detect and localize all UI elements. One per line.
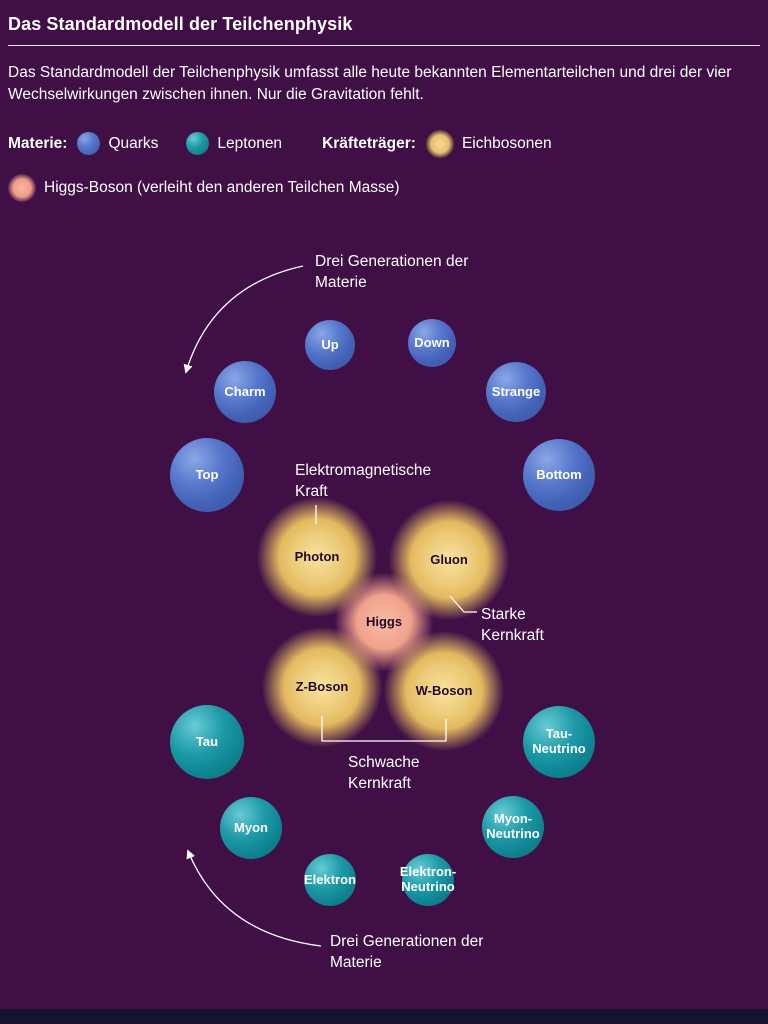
particle-myon: Myon	[220, 797, 282, 859]
particle-myon-neutrino-label: Myon-Neutrino	[486, 811, 540, 841]
legend-eichbosonen-label: Eichbosonen	[461, 134, 552, 152]
particle-higgs-label: Higgs	[365, 613, 403, 629]
legend-kraeftetraeger-label: Kräfteträger:	[322, 134, 416, 152]
particle-top: Top	[170, 438, 244, 512]
legend-higgs-label: Higgs-Boson (verleiht den anderen Teilch…	[44, 178, 400, 196]
particle-elektron-neutrino-label: Elektron-Neutrino	[399, 864, 457, 894]
legend-row-2: Higgs-Boson (verleiht den anderen Teilch…	[8, 173, 760, 203]
particle-up-label: Up	[321, 336, 339, 352]
particle-gluon-label: Gluon	[430, 551, 468, 567]
particle-w-boson-label: W-Boson	[415, 682, 473, 698]
particle-charm-label: Charm	[224, 383, 266, 399]
higgs-legend-icon	[8, 173, 36, 202]
page-title: Das Standardmodell der Teilchenphysik	[8, 14, 353, 34]
particle-down: Down	[408, 319, 456, 367]
quark-legend-icon	[77, 132, 101, 156]
legend-materie-label: Materie:	[8, 134, 68, 152]
particle-up: Up	[305, 320, 355, 370]
arrow-generations-bottom	[186, 849, 322, 947]
particle-strange-label: Strange	[491, 383, 541, 399]
particle-higgs: Higgs	[334, 572, 434, 672]
legend-quarks-label: Quarks	[108, 134, 159, 152]
footer-bar	[0, 1009, 768, 1024]
header: Das Standardmodell der Teilchenphysik Da…	[0, 0, 768, 107]
particle-bottom-label: Bottom	[536, 466, 582, 482]
intro-text: Das Standardmodell der Teilchenphysik um…	[8, 64, 732, 104]
particle-strange: Strange	[486, 362, 546, 422]
particle-tau-label: Tau	[195, 733, 219, 749]
particle-charm: Charm	[214, 361, 276, 423]
particle-elektron-label: Elektron	[303, 871, 356, 887]
annotation-electromagnetic-force: Elektromagnetische Kraft	[295, 462, 432, 500]
particle-z-boson-label: Z-Boson	[295, 678, 349, 694]
title-divider	[8, 45, 760, 46]
particle-myon-neutrino: Myon-Neutrino	[482, 796, 544, 858]
particle-top-label: Top	[195, 466, 219, 482]
annotation-strong-force: Starke Kernkraft	[481, 606, 544, 644]
particle-tau: Tau	[170, 705, 244, 779]
particle-myon-label: Myon	[234, 819, 268, 835]
annotation-generations-top: Drei Generationen der Materie	[315, 253, 469, 291]
legend-row-1: Materie: Quarks Leptonen Kräfteträger: E…	[8, 129, 760, 159]
particle-tau-neutrino-label: Tau-Neutrino	[532, 726, 586, 756]
particle-bottom: Bottom	[523, 439, 595, 511]
particle-elektron-neutrino: Elektron-Neutrino	[400, 854, 456, 906]
particle-tau-neutrino: Tau-Neutrino	[523, 706, 595, 778]
arrow-generations-top	[183, 265, 304, 374]
eichboson-legend-icon	[425, 129, 454, 158]
particle-photon-label: Photon	[294, 548, 340, 564]
particle-down-label: Down	[414, 334, 450, 350]
annotation-generations-bottom: Drei Generationen der Materie	[330, 933, 484, 971]
lepton-legend-icon	[186, 132, 210, 156]
legend-leptonen-label: Leptonen	[217, 134, 283, 152]
particle-elektron: Elektron	[304, 854, 356, 906]
annotation-weak-force: Schwache Kernkraft	[348, 754, 420, 792]
legend: Materie: Quarks Leptonen Kräfteträger: E…	[0, 129, 768, 203]
